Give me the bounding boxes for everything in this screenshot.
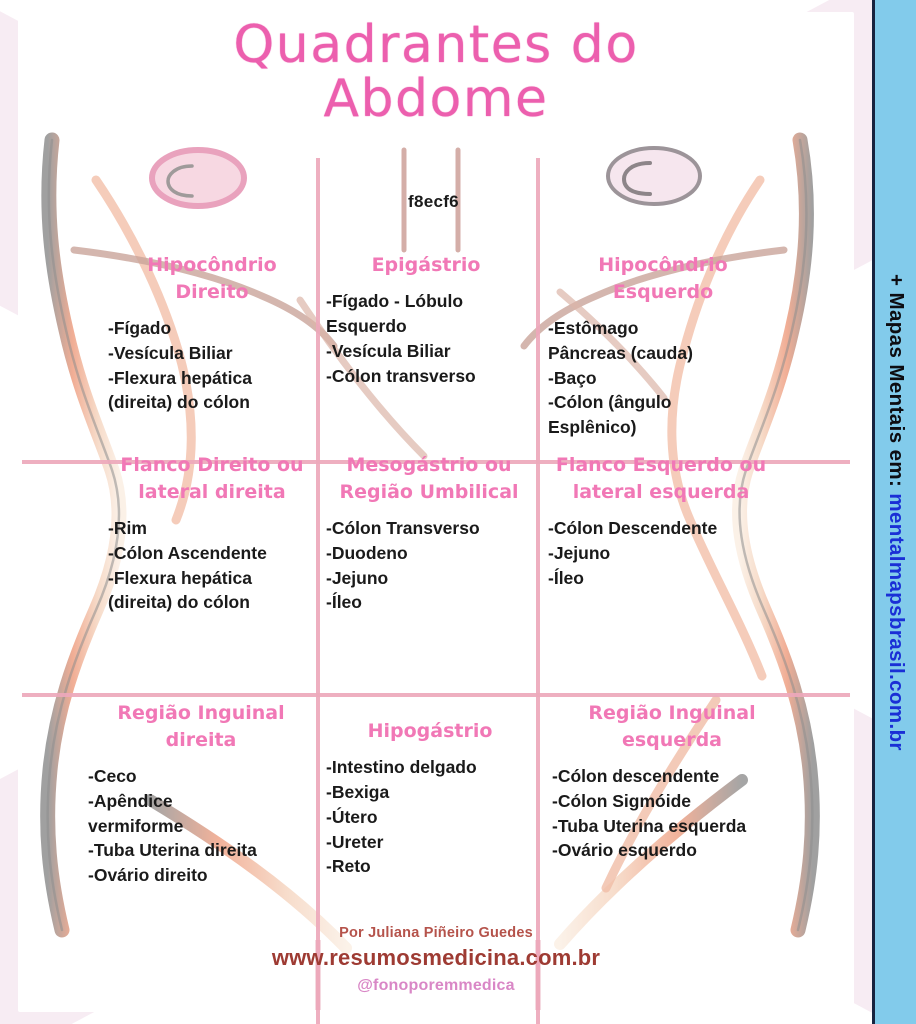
list-item: -Útero bbox=[326, 806, 378, 827]
list-item: -Flexura hepática (direita) do cólon bbox=[108, 367, 252, 413]
quadrant-heading: Flanco Direito ou lateral direita bbox=[120, 454, 304, 503]
list-item: -Ceco bbox=[88, 765, 137, 786]
list-item: -Rim bbox=[108, 517, 147, 538]
promo-sidebar-text: + Mapas Mentais em: mentalmapsbrasil.com… bbox=[884, 273, 908, 751]
list-item: -Íleo bbox=[326, 592, 362, 613]
quadrant-heading: Região Inguinal direita bbox=[117, 702, 285, 751]
quadrant-organ-list: -Cólon Transverso -Duodeno -Jejuno -Íleo bbox=[326, 516, 532, 615]
quadrant-regiao-inguinal-direita: Região Inguinal direita -Ceco -Apêndice … bbox=[88, 700, 314, 888]
quadrant-flanco-esquerdo: Flanco Esquerdo ou lateral esquerda -Cól… bbox=[548, 452, 774, 590]
list-item: -Jejuno bbox=[326, 567, 389, 588]
grid-line-horizontal-lower bbox=[22, 693, 850, 697]
credits-block: Por Juliana Piñeiro Guedes www.resumosme… bbox=[0, 925, 872, 995]
list-item: -Fígado - Lóbulo Esquerdo bbox=[326, 290, 464, 336]
list-item: -Cólon Transverso bbox=[326, 517, 480, 538]
credit-website[interactable]: www.resumosmedicina.com.br bbox=[271, 945, 601, 970]
quadrant-epigastrio: Epigástrio -Fígado - Lóbulo Esquerdo -Ve… bbox=[326, 252, 526, 388]
page-title: Quadrantes do Abdome bbox=[0, 18, 872, 126]
grid-line-vertical-right bbox=[536, 158, 540, 1024]
promo-sidebar-label: + Mapas Mentais em: bbox=[884, 273, 908, 493]
quadrant-hipocondrio-esquerdo: Hipocôndrio Esquerdo -Estômago Pâncreas … bbox=[548, 252, 778, 440]
list-item: -Baço bbox=[548, 367, 597, 388]
credit-social-handle[interactable]: @fonoporemmedica bbox=[357, 977, 515, 994]
list-item: -Cólon Ascendente bbox=[108, 542, 267, 563]
quadrant-heading: Hipogástrio bbox=[367, 720, 493, 742]
list-item: -Cólon (ângulo Esplênico) bbox=[548, 392, 672, 438]
list-item: -Estômago bbox=[548, 317, 639, 338]
quadrant-hipogastrio: Hipogástrio -Intestino delgado -Bexiga -… bbox=[326, 718, 534, 879]
list-item: -Cólon descendente bbox=[552, 765, 720, 786]
list-item: -Duodeno bbox=[326, 542, 408, 563]
quadrant-hipocondrio-direito: Hipocôndrio Direito -Fígado -Vesícula Bi… bbox=[108, 252, 316, 415]
list-item: -Ovário direito bbox=[88, 865, 208, 886]
list-item: -Vesícula Biliar bbox=[108, 342, 233, 363]
list-item: Pâncreas (cauda) bbox=[548, 342, 693, 363]
quadrant-mesogastrio: Mesogástrio ou Região Umbilical -Cólon T… bbox=[326, 452, 532, 615]
quadrant-organ-list: -Cólon Descendente -Jejuno -Íleo bbox=[548, 516, 774, 591]
grid-line-vertical-left bbox=[316, 158, 320, 1024]
quadrant-organ-list: -Intestino delgado -Bexiga -Útero -Urete… bbox=[326, 755, 534, 879]
quadrant-organ-list: -Cólon descendente -Cólon Sigmóide -Tuba… bbox=[552, 764, 792, 863]
list-item: -Ureter bbox=[326, 831, 384, 852]
list-item: -Reto bbox=[326, 856, 371, 877]
page-title-line-2: Abdome bbox=[323, 69, 549, 130]
quadrant-organ-list: -Estômago Pâncreas (cauda) -Baço -Cólon … bbox=[548, 316, 778, 440]
list-item: -Íleo bbox=[548, 567, 584, 588]
infographic-canvas: Quadrantes do Abdome f8ecf6 Hipocôndrio … bbox=[0, 0, 872, 1024]
list-item: -Bexiga bbox=[326, 781, 390, 802]
list-item: -Flexura hepática (direita) do cólon bbox=[108, 567, 252, 613]
list-item: -Tuba Uterina direita bbox=[88, 840, 257, 861]
list-item: -Apêndice vermiforme bbox=[88, 790, 184, 836]
list-item: -Intestino delgado bbox=[326, 756, 477, 777]
quadrant-heading: Mesogástrio ou Região Umbilical bbox=[339, 454, 519, 503]
quadrant-organ-list: -Fígado -Vesícula Biliar -Flexura hepáti… bbox=[108, 316, 316, 415]
list-item: -Ovário esquerdo bbox=[552, 840, 697, 861]
list-item: -Tuba Uterina esquerda bbox=[552, 815, 747, 836]
quadrant-organ-list: -Rim -Cólon Ascendente -Flexura hepática… bbox=[108, 516, 316, 615]
quadrant-heading: Hipocôndrio Direito bbox=[147, 254, 277, 303]
promo-sidebar: + Mapas Mentais em: mentalmapsbrasil.com… bbox=[872, 0, 916, 1024]
list-item: -Cólon Sigmóide bbox=[552, 790, 692, 811]
promo-sidebar-url[interactable]: mentalmapsbrasil.com.br bbox=[884, 492, 908, 751]
page-title-line-1: Quadrantes do bbox=[233, 15, 639, 75]
quadrant-heading: Flanco Esquerdo ou lateral esquerda bbox=[555, 454, 767, 503]
list-item: -Jejuno bbox=[548, 542, 611, 563]
list-item: -Vesícula Biliar bbox=[326, 340, 451, 361]
quadrant-organ-list: -Ceco -Apêndice vermiforme -Tuba Uterina… bbox=[88, 764, 314, 888]
list-item: -Cólon Descendente bbox=[548, 517, 718, 538]
credit-author: Por Juliana Piñeiro Guedes bbox=[339, 925, 533, 941]
quadrant-flanco-direito: Flanco Direito ou lateral direita -Rim -… bbox=[108, 452, 316, 615]
list-item: -Cólon transverso bbox=[326, 365, 476, 386]
quadrant-regiao-inguinal-esquerda: Região Inguinal esquerda -Cólon descende… bbox=[552, 700, 792, 863]
quadrant-heading: Região Inguinal esquerda bbox=[588, 702, 756, 751]
quadrant-heading: Hipocôndrio Esquerdo bbox=[598, 254, 728, 303]
quadrant-organ-list: -Fígado - Lóbulo Esquerdo -Vesícula Bili… bbox=[326, 289, 526, 388]
hex-color-note: f8ecf6 bbox=[408, 192, 459, 211]
list-item: -Fígado bbox=[108, 317, 172, 338]
grid-line-horizontal-upper bbox=[22, 460, 850, 464]
quadrant-heading: Epigástrio bbox=[371, 254, 481, 276]
